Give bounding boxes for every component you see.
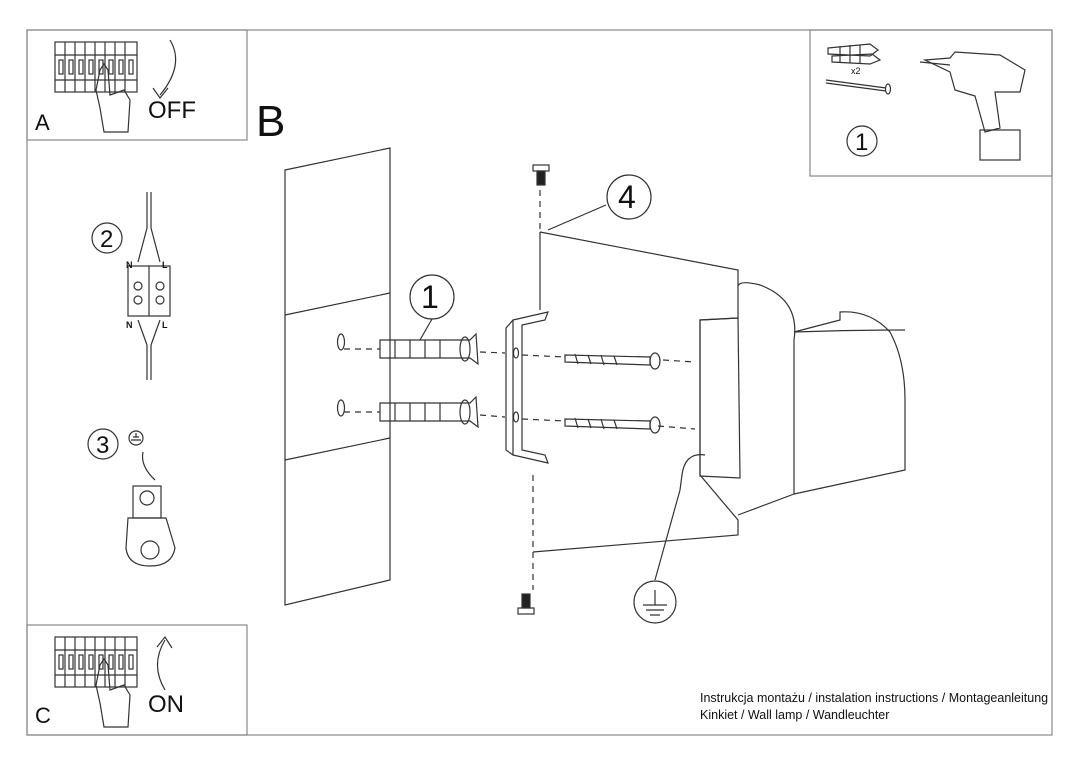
arrow-head-icon	[156, 635, 173, 649]
wire-live-bottom: L	[162, 320, 168, 330]
ground-wire	[141, 451, 156, 481]
wall-plate	[284, 147, 391, 606]
ground-symbol-icon	[131, 433, 141, 441]
dowel-top	[379, 332, 479, 366]
ground-symbol-b-icon	[643, 590, 667, 616]
screw-top	[564, 352, 661, 370]
guide-lines	[344, 190, 696, 590]
ground-lug-icon	[125, 485, 176, 567]
panel-a-state: OFF	[148, 97, 196, 124]
small-screw-bottom	[517, 593, 535, 615]
step-3-circle	[87, 428, 119, 460]
step-1-tools-circle	[846, 125, 878, 157]
tools-box	[809, 29, 1053, 177]
caption-product: Kinkiet / Wall lamp / Wandleuchter	[700, 708, 890, 722]
screw-icon	[825, 79, 892, 95]
mounting-bracket	[505, 311, 549, 464]
breaker-switch-off-icon	[54, 41, 138, 133]
outer-frame	[26, 29, 1053, 736]
ground-icon	[128, 430, 144, 446]
dowel-bottom	[379, 395, 479, 429]
panel-a-box	[26, 29, 248, 141]
dowel-leader-line	[419, 318, 433, 341]
step-1-dowel-number: 1	[421, 279, 439, 315]
small-screw-top	[532, 164, 550, 186]
caption-instructions: Instrukcja montażu / instalation instruc…	[700, 691, 1049, 705]
ground-wire-b	[654, 454, 706, 581]
tools-quantity: x2	[851, 66, 861, 76]
ground-symbol-circle	[633, 580, 677, 624]
wire-neutral-bottom: N	[126, 320, 133, 330]
panel-c-letter: C	[35, 703, 51, 728]
step-4-circle	[606, 174, 652, 220]
wall-lamp	[532, 231, 906, 553]
step-2-circle	[91, 222, 123, 254]
screw-bottom	[564, 416, 661, 434]
arrow-down-icon	[159, 39, 177, 96]
panel-c-state: ON	[148, 691, 184, 718]
breaker-switch-on-icon	[54, 636, 138, 728]
panel-a-letter: A	[35, 110, 50, 135]
drill-icon	[919, 51, 1026, 161]
step-3-number: 3	[96, 432, 109, 459]
step-1-tools-number: 1	[855, 129, 868, 156]
panel-b-letter: B	[256, 97, 285, 146]
step-4-number: 4	[618, 179, 636, 215]
wire-neutral-top: N	[126, 260, 133, 270]
terminal-block-icon	[127, 192, 171, 380]
wire-live-top: L	[162, 260, 168, 270]
arrow-head-icon	[152, 87, 169, 100]
panel-c-box	[26, 624, 248, 736]
dowel-pair-icon	[827, 43, 882, 65]
arrow-up-icon	[156, 639, 166, 691]
lamp-leader-line	[547, 204, 607, 231]
step-2-number: 2	[100, 226, 113, 253]
